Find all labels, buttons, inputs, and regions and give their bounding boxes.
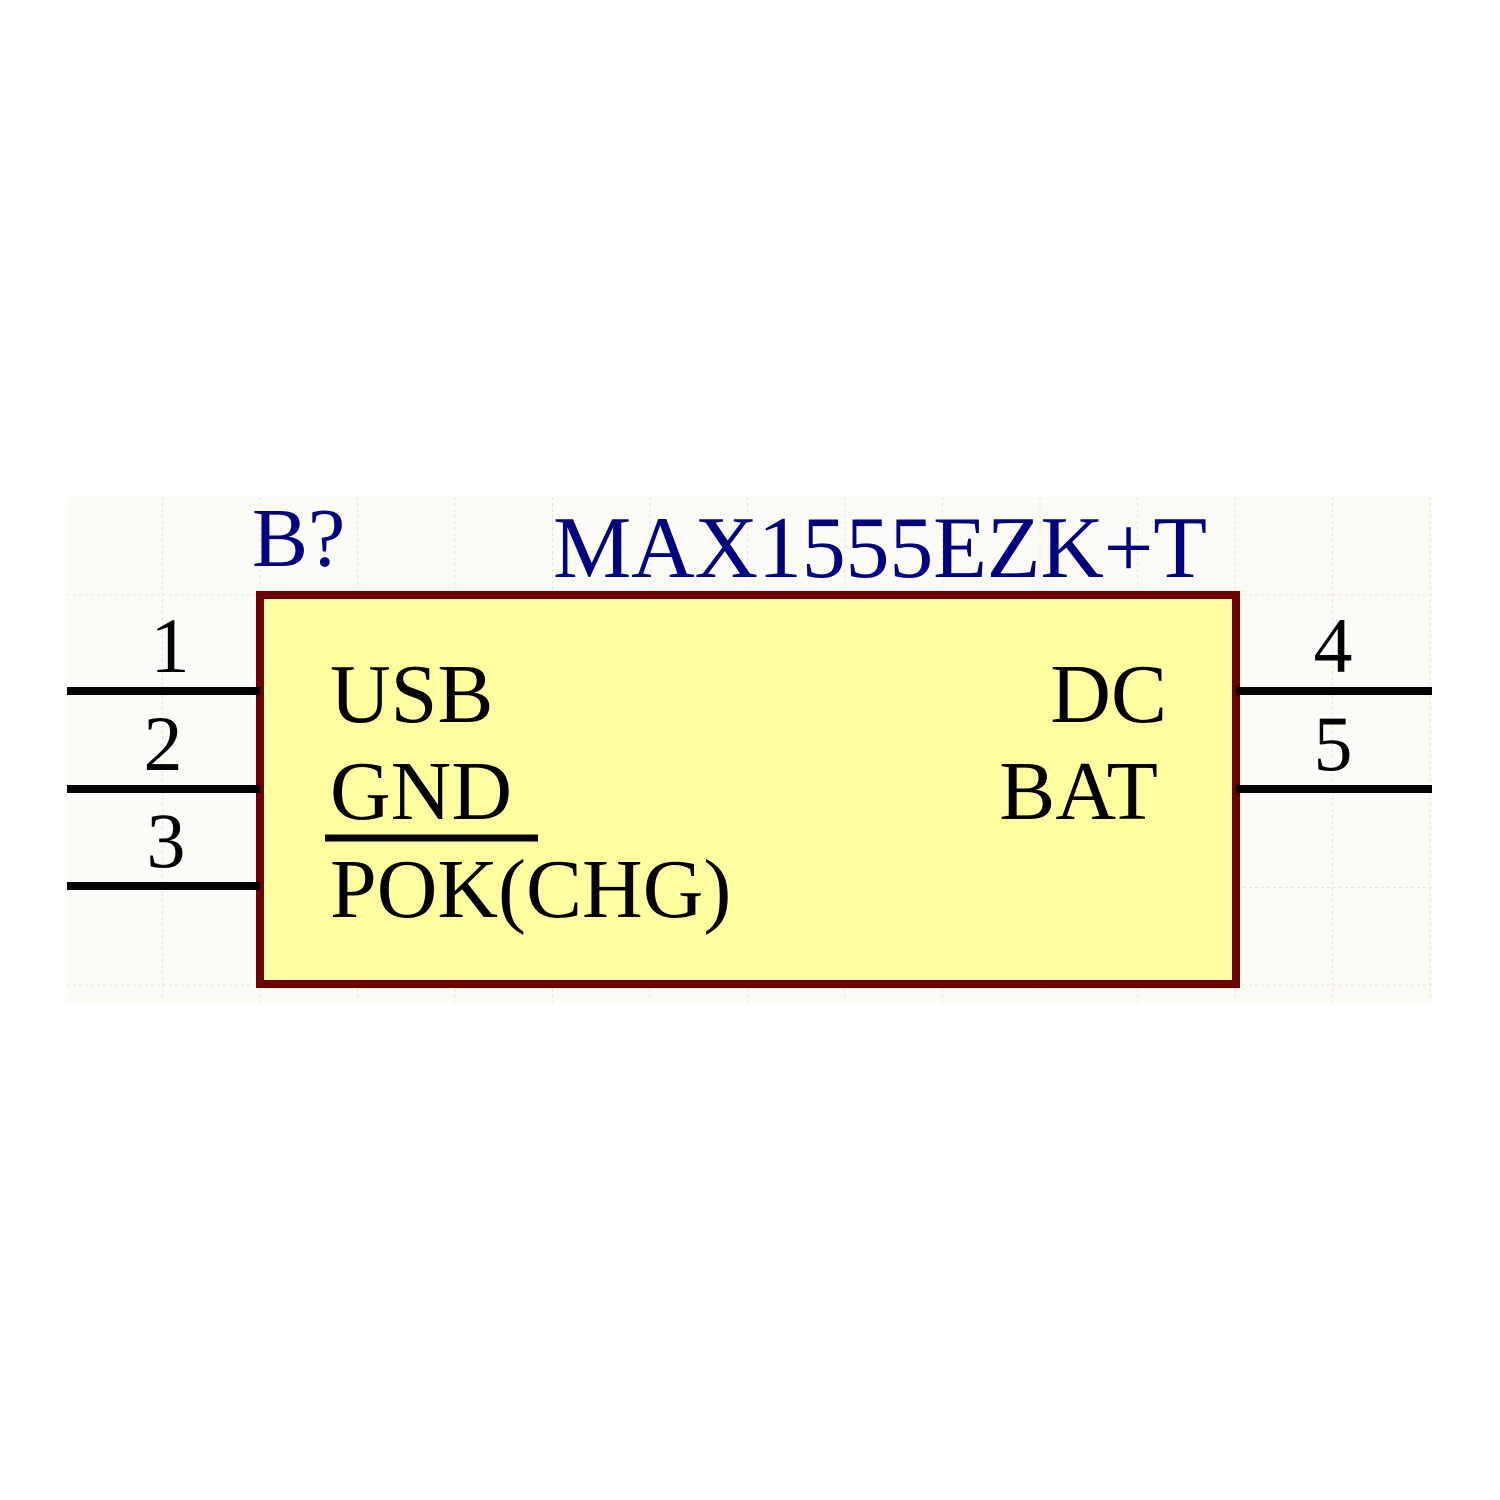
pin-name: POK(CHG) — [330, 843, 731, 936]
pin-4[interactable]: 4 DC — [1050, 602, 1432, 741]
pin-1[interactable]: 1 USB — [67, 602, 493, 741]
part-number-label[interactable]: MAX1555EZK+T — [553, 500, 1207, 597]
pin-number: 5 — [1314, 700, 1353, 787]
pin-number: 4 — [1314, 602, 1353, 689]
designator-label[interactable]: B? — [252, 492, 345, 585]
pin-number: 3 — [147, 797, 186, 884]
pin-5[interactable]: 5 BAT — [999, 700, 1432, 838]
pin-name: DC — [1050, 648, 1167, 741]
pin-name: USB — [330, 648, 493, 741]
component-symbol[interactable]: B? MAX1555EZK+T 1 USB 2 GND 3 POK(CHG) 4… — [67, 492, 1432, 988]
pin-name: BAT — [999, 745, 1158, 838]
pin-number: 1 — [151, 602, 190, 689]
pin-name: GND — [330, 745, 512, 838]
pin-2[interactable]: 2 GND — [67, 700, 512, 838]
pin-number: 2 — [144, 700, 183, 787]
pin-3[interactable]: 3 POK(CHG) — [67, 797, 731, 936]
